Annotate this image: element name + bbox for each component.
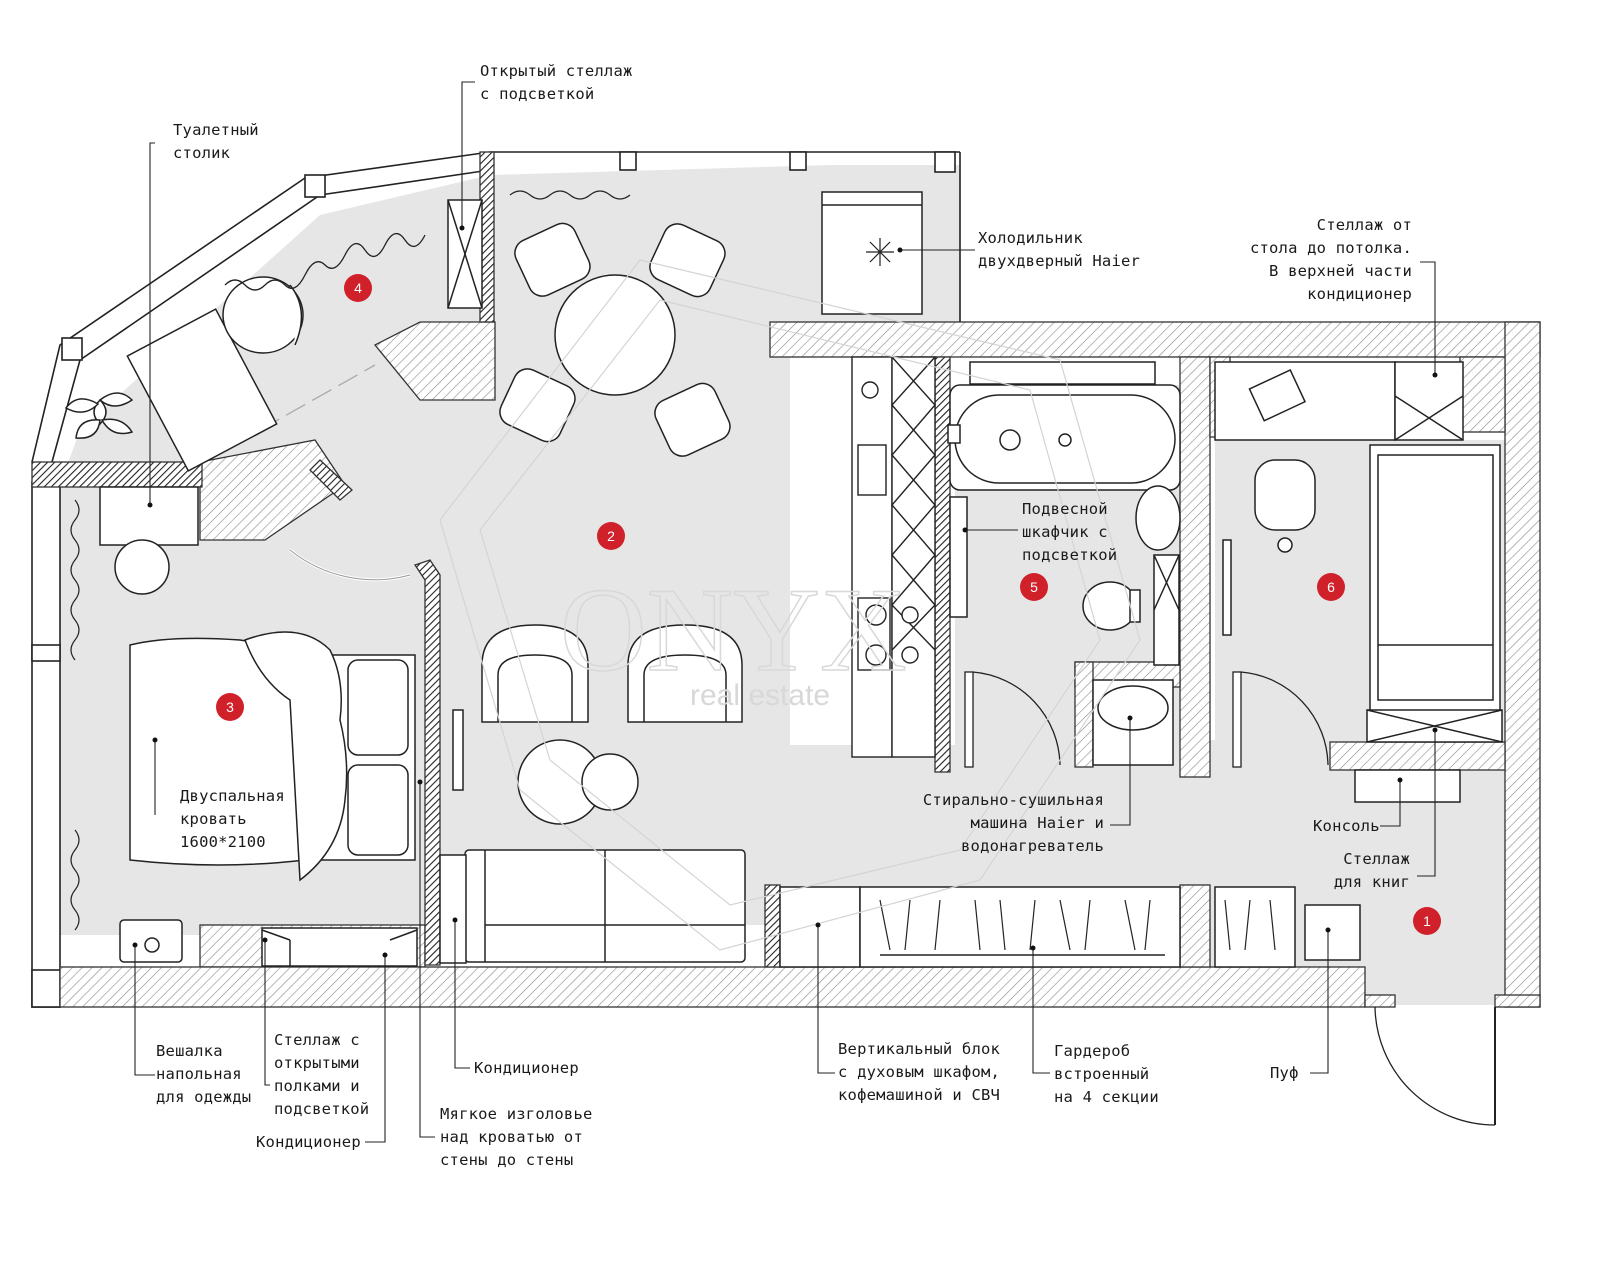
exterior-window-wall [31,151,961,1008]
hall-wardrobe [779,886,1296,968]
watermark-brand: ONYX [560,563,907,696]
room-badge-1: 1 [1413,907,1441,935]
label-book-shelf: Стеллаж для книг [1333,850,1410,891]
label-wardrobe: Гардероб встроенный на 4 секции [1054,1042,1159,1106]
watermark [439,259,1141,951]
bedroom-furniture [70,486,418,967]
room-badge-5: 5 [1020,573,1048,601]
room-badge-6: 6 [1317,573,1345,601]
leader-lines [134,81,1436,1143]
room-number-1: 1 [1423,913,1431,929]
room-number-5: 5 [1030,579,1038,595]
label-coat-rack: Вешалка напольная для одежды [156,1042,252,1106]
label-washer: Стирально-сушильная машина Haier и водон… [922,791,1104,855]
living-furniture [439,624,746,964]
room-number-2: 2 [607,528,615,544]
room-badge-2: 2 [597,522,625,550]
label-console: Консоль [1313,817,1380,835]
room-number-3: 3 [226,699,234,715]
label-open-shelves: Стеллаж с открытыми полками и подсветкой [274,1031,370,1118]
label-double-bed: Двуспальная кровать 1600*2100 [180,787,285,851]
label-vertical-block: Вертикальный блок с духовым шкафом, кофе… [838,1040,1001,1104]
room-badge-3: 3 [216,693,244,721]
label-pouf: Пуф [1270,1064,1299,1082]
label-ac-mid: Кондиционер [474,1059,579,1077]
label-open-shelf: Открытый стеллаж с подсветкой [480,62,633,103]
room6-furniture [1214,361,1503,961]
label-desk-shelf: Стеллаж от стола до потолка. В верхней ч… [1249,216,1412,303]
label-ac-bottom: Кондиционер [256,1133,361,1151]
kitchen-column [851,356,936,758]
room4-furniture [64,190,923,472]
label-fridge: Холодильник двухдверный Haier [978,229,1141,270]
bathroom-fixtures [947,361,1181,766]
leader-dots [132,225,1438,958]
label-hanging-cabinet: Подвесной шкафчик с подсветкой [1022,500,1118,564]
watermark-sub: real estate [690,679,830,712]
dining-set [499,222,731,457]
room-number-4: 4 [354,280,362,296]
label-headboard: Мягкое изголовье над кроватью от стены д… [440,1105,593,1169]
room-number-6: 6 [1327,579,1335,595]
label-vanity-table: Туалетный столик [173,121,259,162]
room-badge-4: 4 [344,274,372,302]
doors [259,364,1496,1126]
